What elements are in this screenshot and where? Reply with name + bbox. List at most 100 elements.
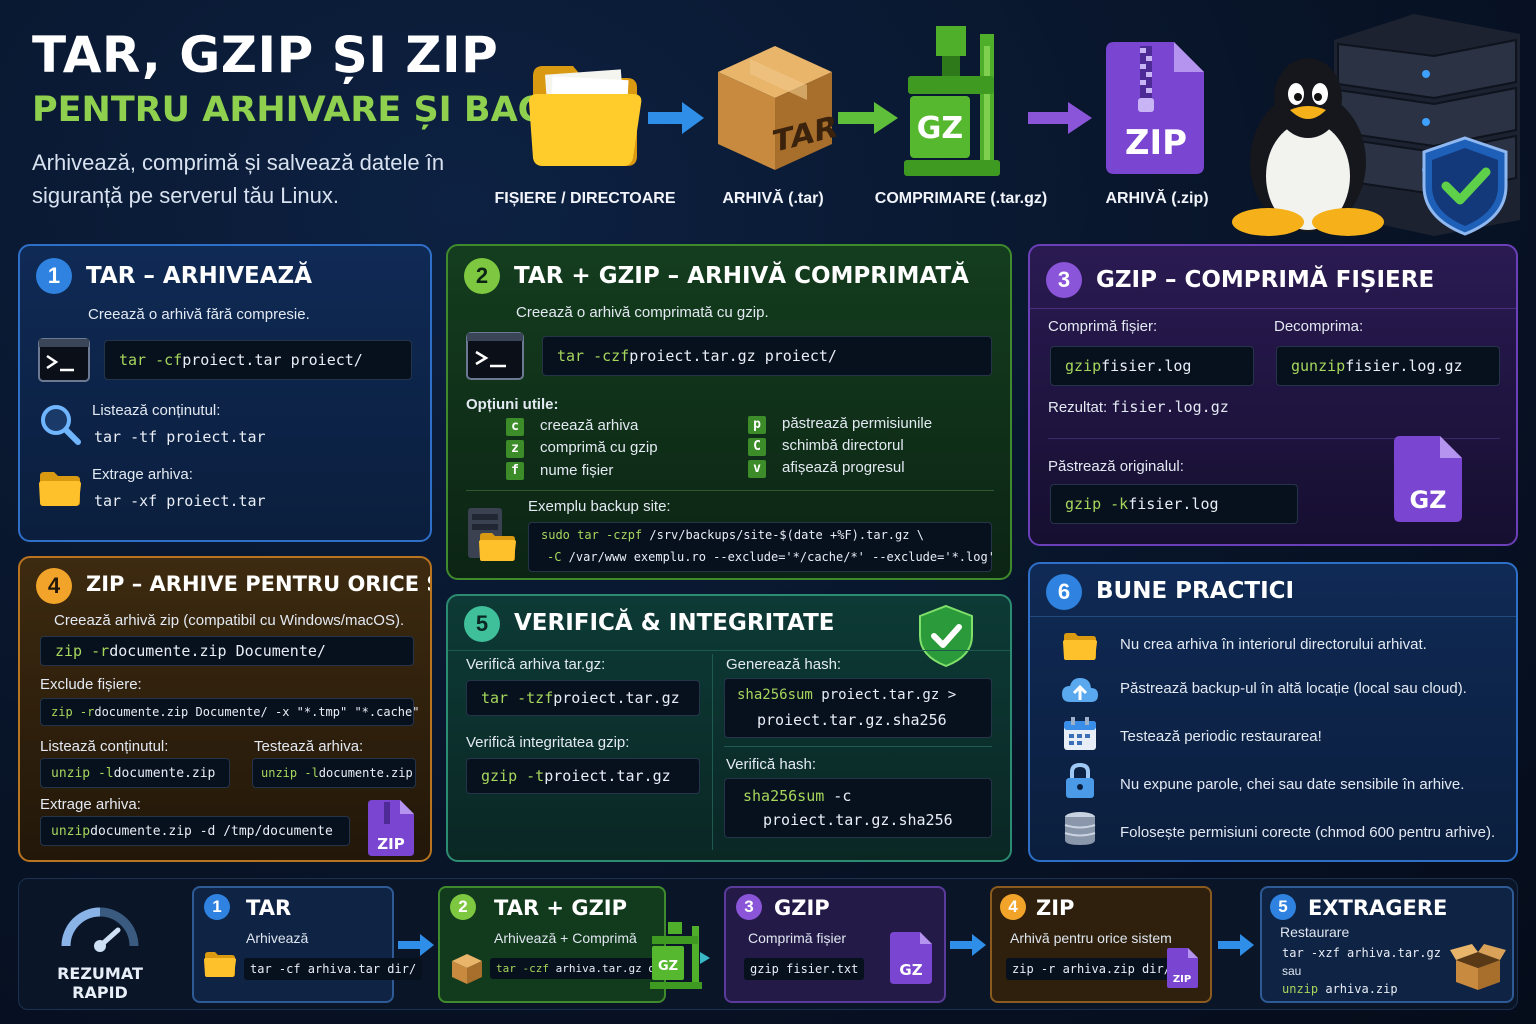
terminal-icon — [466, 332, 524, 380]
linux-penguin-icon — [1232, 58, 1384, 236]
summary-command[interactable]: zip -r arhiva.zip dir/ — [1006, 958, 1177, 980]
box-icon — [452, 954, 482, 984]
result-label: Rezultat: fisier.log.gz — [1048, 398, 1229, 416]
practice-item: Păstrează backup-ul în altă locație (loc… — [1120, 680, 1467, 697]
summary-subtitle: Arhivează — [246, 930, 309, 946]
sha256-check-command[interactable]: sha256sum -c proiect.tar.gz.sha256 — [724, 778, 992, 838]
zip-exclude-command[interactable]: zip -r documente.zip Documente/ -x "*.tm… — [40, 698, 419, 726]
card-zip: 4 ZIP – ARHIVE PENTRU ORICE SISTEM Creea… — [18, 556, 432, 862]
svg-text:ZIP: ZIP — [377, 835, 404, 853]
card-number: 6 — [1046, 574, 1082, 610]
flow-label-gz: COMPRIMARE (.tar.gz) — [874, 190, 1048, 207]
speedometer-icon — [61, 907, 139, 952]
divider — [1030, 616, 1516, 617]
arrow-right-icon — [1218, 934, 1254, 956]
summary-card-extract: 5 EXTRAGERE Restaurare tar -xzf arhiva.t… — [1260, 886, 1514, 1003]
summary-title: ZIP — [1036, 896, 1075, 920]
press-icon: GZ — [904, 26, 1000, 176]
search-icon — [41, 405, 81, 445]
summary-number: 2 — [450, 894, 476, 920]
summary-command[interactable]: tar -cf arhiva.tar dir/ — [244, 958, 423, 980]
arrow-right-icon — [648, 102, 704, 134]
card-gzip: 3 GZIP – COMPRIMĂ FIȘIERE Comprimă fișie… — [1028, 244, 1518, 546]
card-title: BUNE PRACTICI — [1096, 578, 1295, 604]
zip-file-icon: ZIP — [1167, 948, 1198, 988]
summary-title: EXTRAGERE — [1308, 896, 1448, 920]
gzip-keep-command[interactable]: gzip -k fisier.log — [1050, 484, 1298, 524]
option-text: afișează progresul — [782, 459, 905, 476]
option-letter: C — [748, 438, 766, 456]
card-title: TAR + GZIP – ARHIVĂ COMPRIMATĂ — [514, 263, 969, 289]
sha256-generate-command[interactable]: sha256sum proiect.tar.gz > proiect.tar.g… — [724, 678, 992, 738]
summary-command[interactable]: tar -xzf arhiva.tar.gz — [1282, 946, 1441, 960]
tar-list-command[interactable]: tar -tf proiect.tar — [94, 428, 266, 446]
option-letter: p — [748, 416, 766, 434]
keep-label: Păstrează originalul: — [1048, 458, 1184, 475]
zip-command[interactable]: zip -r documente.zip Documente/ — [40, 636, 414, 666]
check-label: Verifică hash: — [726, 756, 817, 773]
gzip-command[interactable]: gzip fisier.log — [1050, 346, 1254, 386]
divider — [1048, 438, 1500, 439]
summary-command[interactable]: gzip fisier.txt — [744, 958, 865, 980]
option-text: schimbă directorul — [782, 437, 904, 454]
card-number: 5 — [464, 606, 500, 642]
divider — [712, 654, 713, 850]
calendar-icon — [1064, 717, 1096, 750]
list-label: Listează conținutul: — [40, 738, 169, 755]
divider — [448, 650, 1010, 651]
folder-icon — [204, 952, 236, 977]
option-text: comprimă cu gzip — [540, 439, 658, 456]
svg-text:ZIP: ZIP — [1173, 974, 1191, 985]
arrow-right-icon — [1028, 102, 1092, 134]
extract-label: Extrage arhiva: — [92, 466, 193, 483]
unzip-extract-command[interactable]: unzip documente.zip -d /tmp/documente — [40, 816, 350, 846]
card-verify: 5 VERIFICĂ & INTEGRITATE Verifică arhiva… — [446, 594, 1012, 862]
unzip-list-command[interactable]: unzip -l documente.zip — [40, 758, 230, 788]
tar-create-command[interactable]: tar -cf proiect.tar proiect/ — [104, 340, 412, 380]
svg-text:GZ: GZ — [1409, 486, 1446, 514]
tar-gzip-create-command[interactable]: tar -czf proiect.tar.gz proiect/ — [542, 336, 992, 376]
exclude-label: Exclude fișiere: — [40, 676, 142, 693]
card-tar: 1 TAR – ARHIVEAZĂ Creează o arhivă fără … — [18, 244, 432, 542]
practice-item: Testează periodic restaurarea! — [1120, 728, 1322, 745]
practice-item: Folosește permisiuni corecte (chmod 600 … — [1120, 824, 1496, 841]
list-label: Listează conținutul: — [92, 402, 221, 419]
arrow-right-icon — [950, 934, 986, 956]
folder-icon — [1063, 633, 1097, 660]
option-text: păstrează permisiunile — [782, 415, 933, 432]
gzip-test-command[interactable]: gzip -t proiect.tar.gz — [466, 758, 700, 794]
backup-example-command[interactable]: sudo tar -czpf /srv/backups/site-$(date … — [528, 522, 995, 572]
tar-verify-command[interactable]: tar -tzf proiect.tar.gz — [466, 680, 700, 716]
card-description: Creează o arhivă fără compresie. — [88, 306, 310, 323]
summary-title: GZIP — [774, 896, 830, 920]
press-icon: GZ — [650, 922, 710, 989]
summary-command[interactable]: tar -czf arhiva.tar.gz dir/ — [490, 958, 681, 979]
folder-icon — [529, 66, 642, 166]
summary-title: TAR — [246, 896, 292, 920]
card-number: 4 — [36, 568, 72, 604]
option-letter: c — [506, 418, 524, 436]
unzip-test-command[interactable]: unzip -l documente.zip — [252, 758, 416, 788]
summary-card-zip: 4 ZIP Arhivă pentru orice sistem zip -r … — [990, 886, 1212, 1003]
summary-command[interactable]: unzip arhiva.zip — [1282, 982, 1398, 996]
summary-number: 5 — [1270, 894, 1296, 920]
shield-check-icon — [1422, 136, 1508, 236]
decompress-label: Decomprima: — [1274, 318, 1364, 335]
zip-file-icon: ZIP — [368, 800, 414, 856]
card-number: 1 — [36, 258, 72, 294]
extract-label: Extrage arhiva: — [40, 796, 141, 813]
card-description: Creează arhivă zip (compatibil cu Window… — [54, 612, 405, 629]
divider — [1030, 308, 1516, 309]
summary-number: 3 — [736, 894, 762, 920]
card-tar-gzip: 2 TAR + GZIP – ARHIVĂ COMPRIMATĂ Creează… — [446, 244, 1012, 580]
card-title: TAR – ARHIVEAZĂ — [86, 263, 313, 289]
server-folder-icon — [468, 508, 516, 561]
gunzip-command[interactable]: gunzip fisier.log.gz — [1276, 346, 1500, 386]
flow-label-files: FIȘIERE / DIRECTOARE — [494, 190, 676, 207]
card-best-practices: 6 BUNE PRACTICI Nu crea arhiva în interi… — [1028, 562, 1518, 862]
summary-title: TAR + GZIP — [494, 896, 628, 920]
lock-icon — [1066, 762, 1094, 798]
flow-label-zip: ARHIVĂ (.zip) — [1105, 190, 1209, 207]
arrow-right-icon — [398, 934, 434, 956]
tar-extract-command[interactable]: tar -xf proiect.tar — [94, 492, 266, 510]
